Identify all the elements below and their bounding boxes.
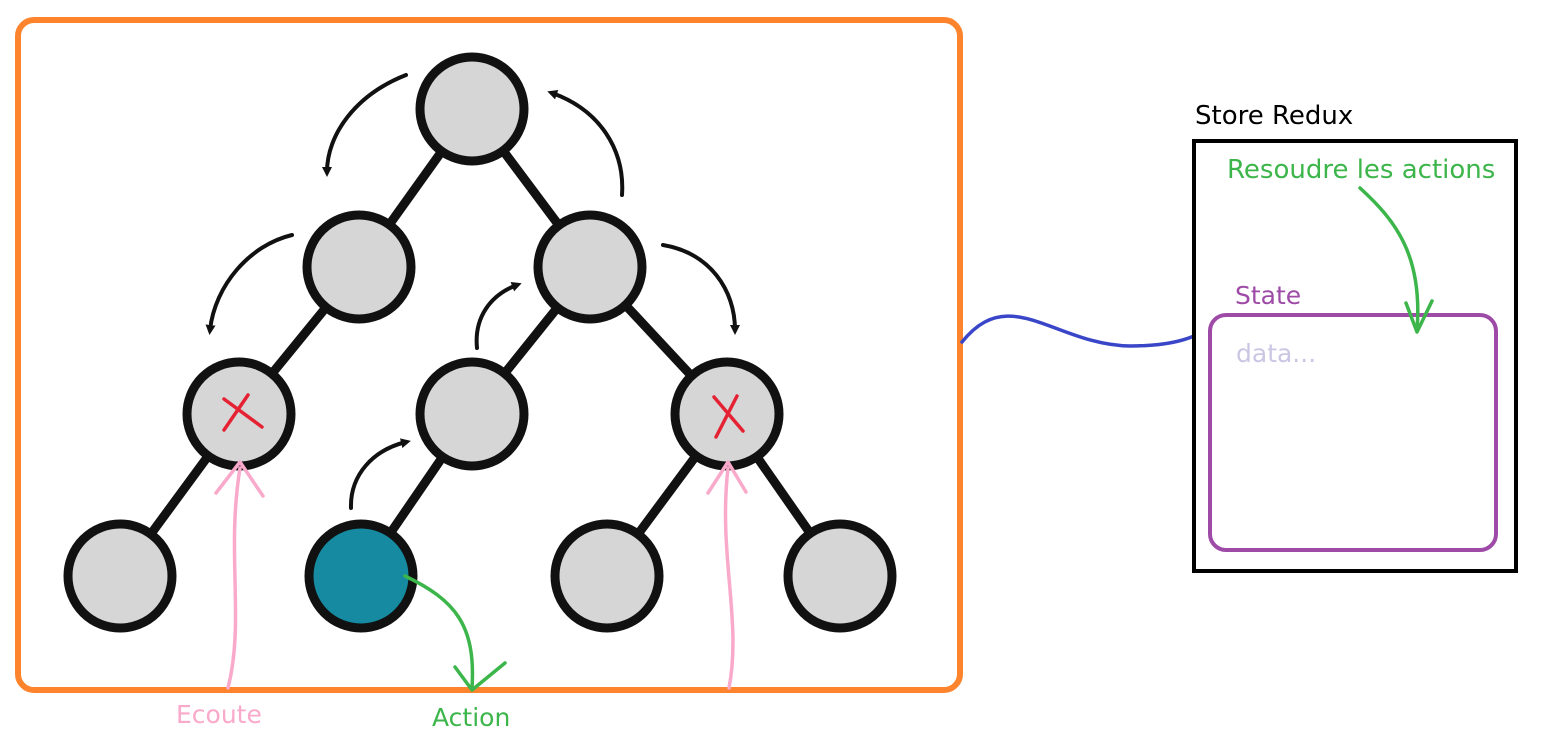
arrow-l1-right-to-root <box>547 89 625 197</box>
listen-arrow-left-head <box>214 460 265 498</box>
resolve-actions-label: Resoudre les actions <box>1227 155 1496 185</box>
node-leaf-1 <box>63 519 177 633</box>
state-data-placeholder: data... <box>1236 339 1317 368</box>
node-leaf-2-active <box>304 519 418 633</box>
listen-arrows <box>214 460 748 690</box>
node-leaf-4 <box>783 519 897 633</box>
node-leaf-3 <box>550 519 664 633</box>
arrow-root-to-l1-left <box>322 73 408 177</box>
arrow-l2-mid-to-l1-right <box>474 282 522 350</box>
node-root <box>415 52 529 166</box>
action-label: Action <box>432 703 511 732</box>
node-l1-right <box>533 210 647 324</box>
redux-store-box <box>1192 139 1518 573</box>
tree-edges <box>115 104 845 581</box>
node-l1-left <box>302 210 416 324</box>
propagation-arrows <box>205 73 740 510</box>
listen-arrow-right-head <box>706 460 748 495</box>
tree-nodes <box>63 52 897 633</box>
store-link-line <box>960 314 1196 348</box>
cross-icon-l2-right <box>712 394 745 439</box>
component-tree-frame <box>15 17 963 693</box>
listen-arrow-right <box>723 466 735 690</box>
listen-arrow-left <box>226 466 242 690</box>
arrow-l1-right-to-l2-right <box>661 243 740 335</box>
state-box <box>1208 313 1498 552</box>
cross-icon-l2-left <box>222 393 264 432</box>
listen-label: Ecoute <box>176 700 262 729</box>
arrow-leaf-2-to-l2-mid <box>348 438 411 510</box>
node-l2-mid <box>415 357 529 471</box>
resolve-arrow <box>1358 186 1434 334</box>
arrow-l1-left-to-l2-left <box>205 233 294 335</box>
node-l2-left <box>182 357 296 471</box>
store-title: Store Redux <box>1195 101 1354 131</box>
action-arrow <box>403 574 507 692</box>
state-label: State <box>1235 281 1302 310</box>
